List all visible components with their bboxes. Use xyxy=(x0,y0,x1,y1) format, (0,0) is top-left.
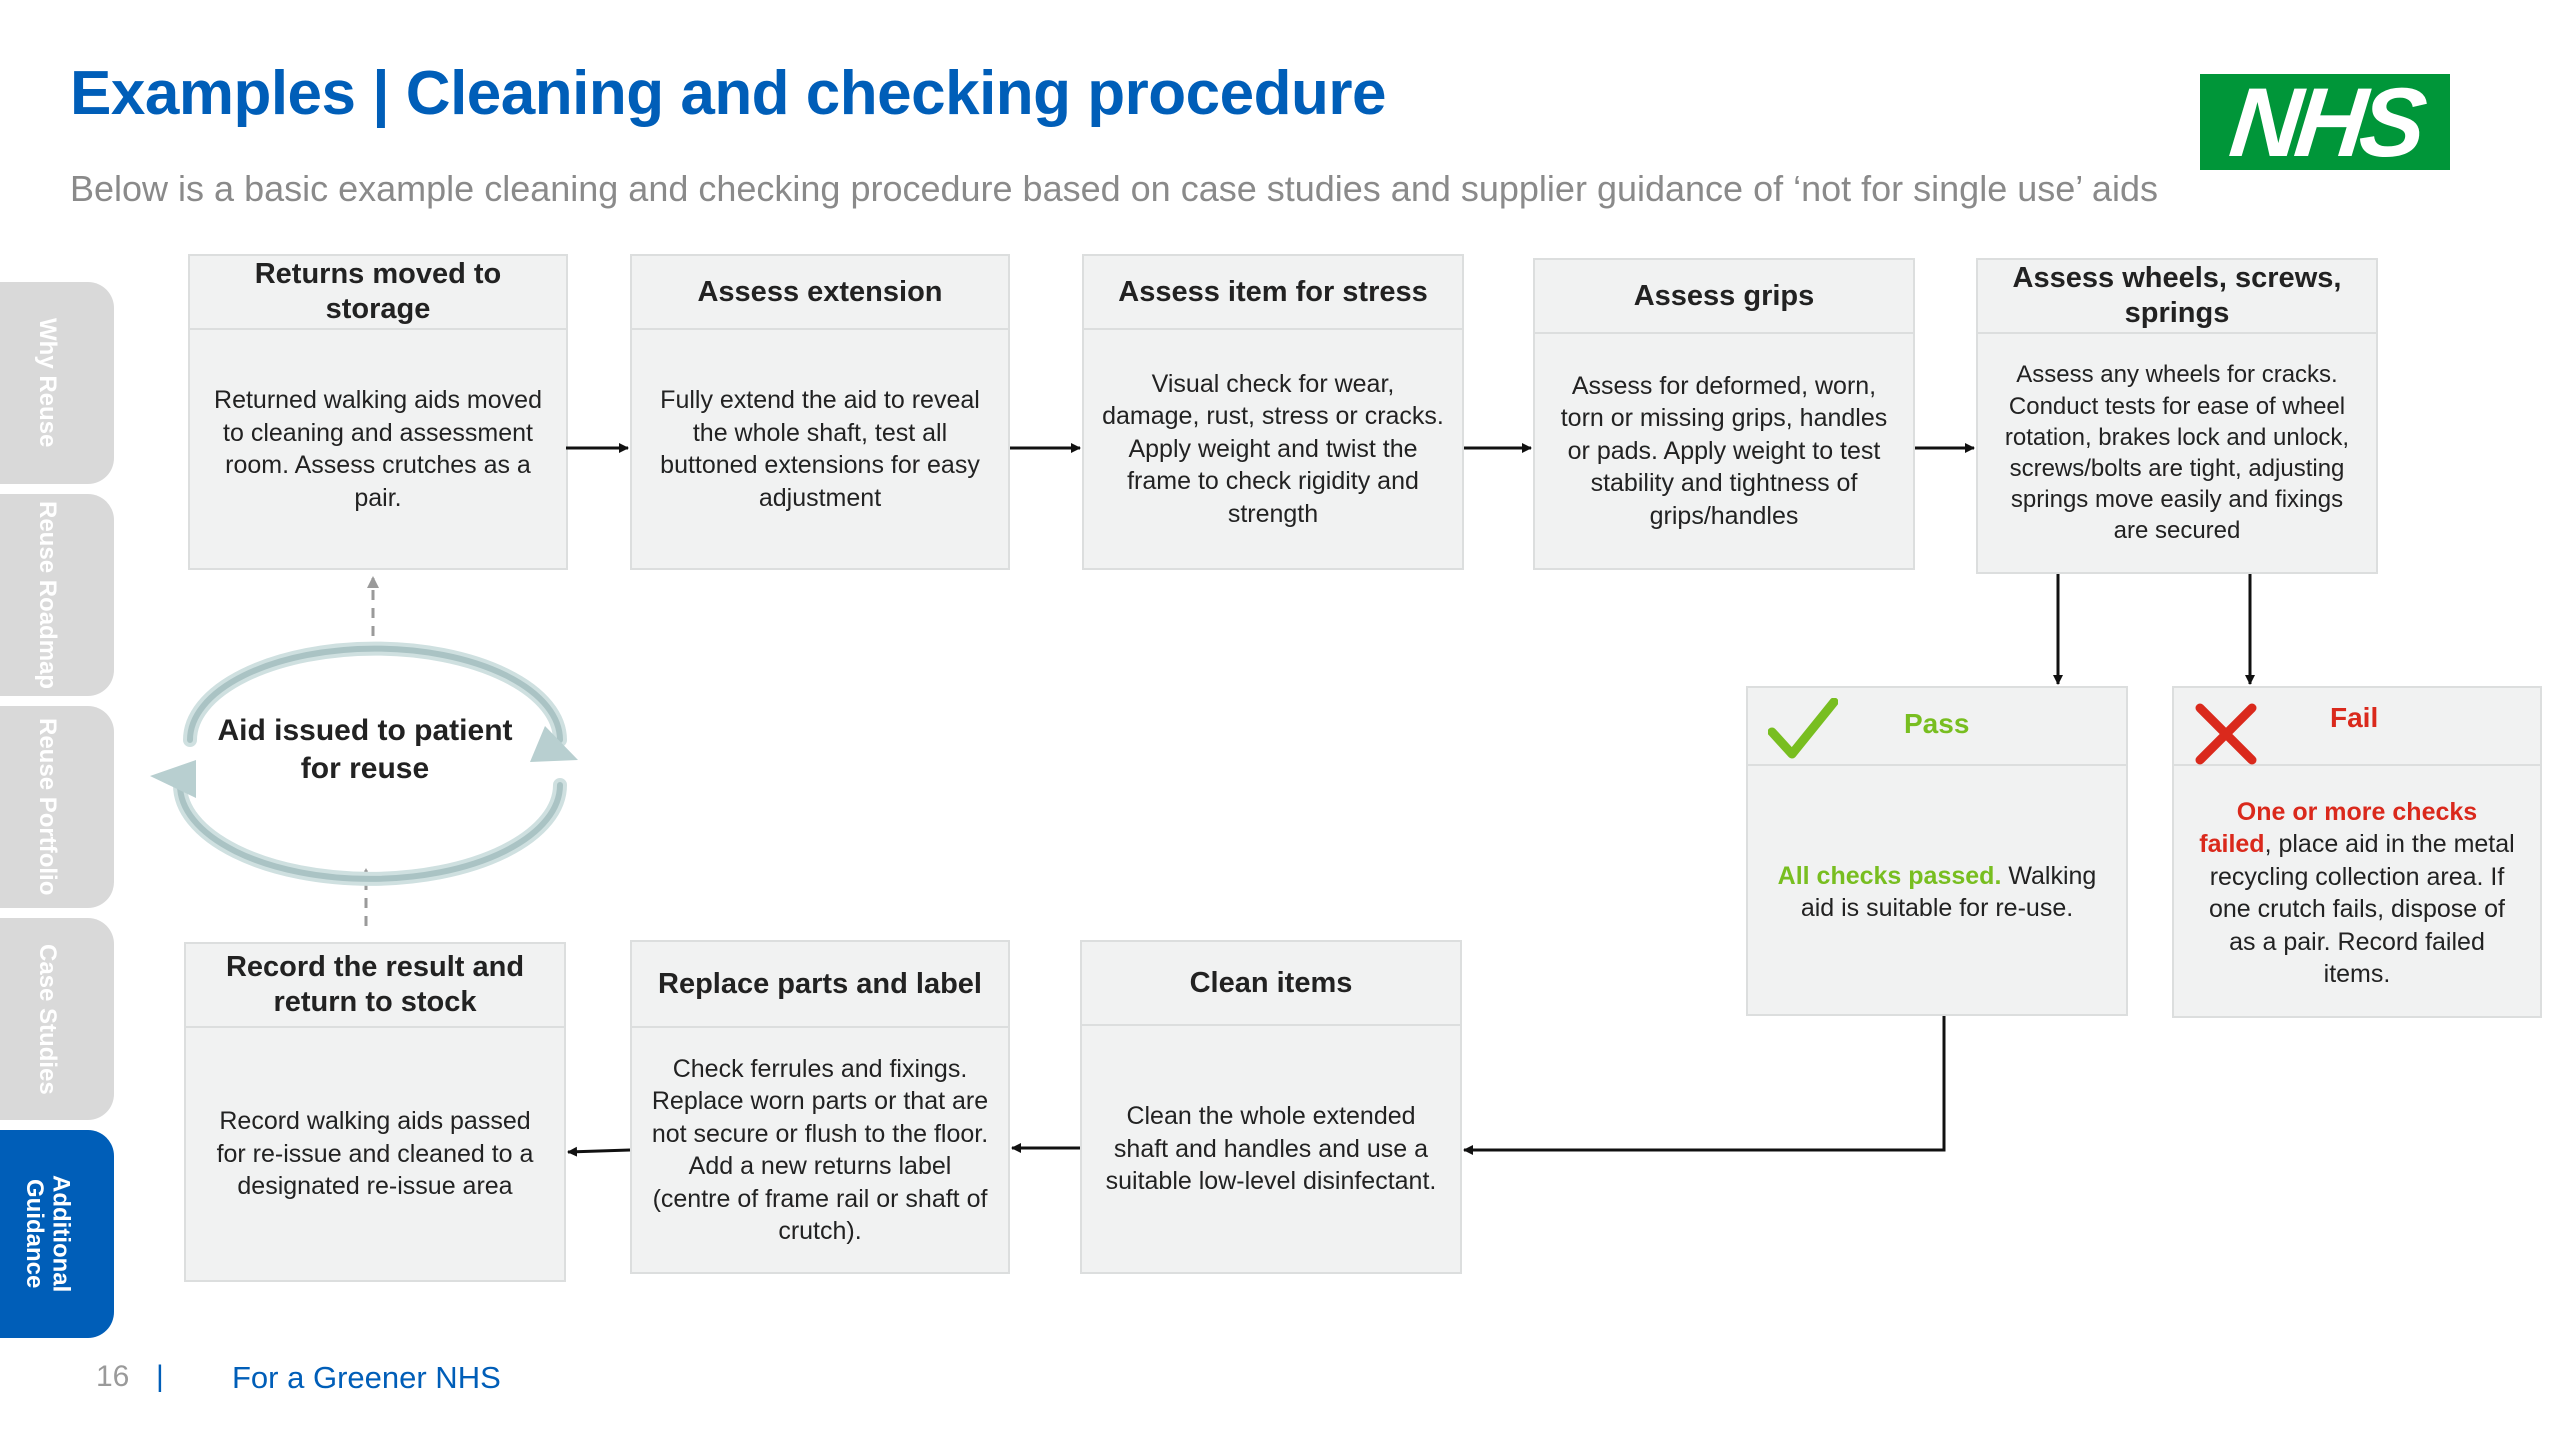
sidebar-tab-additional-guidance[interactable]: Additional Guidance xyxy=(0,1130,114,1338)
fail-text: , place aid in the metal recycling colle… xyxy=(2209,830,2515,988)
step-title: Replace parts and label xyxy=(632,942,1008,1028)
step-description: Returned walking aids moved to cleaning … xyxy=(214,386,542,512)
step-description: Assess for deformed, worn, torn or missi… xyxy=(1560,371,1888,530)
sidebar-tab-why-reuse[interactable]: Why Reuse xyxy=(0,282,114,484)
fail-outcome: Fail One or more checks failed, place ai… xyxy=(2172,686,2542,1018)
step-description: Visual check for wear, damage, rust, str… xyxy=(1102,369,1444,528)
page-number: 16 xyxy=(96,1360,130,1393)
footer-text: For a Greener NHS xyxy=(232,1360,501,1395)
step-replace-parts-and-label: Replace parts and label Check ferrules a… xyxy=(630,940,1010,1274)
nhs-logo: NHS xyxy=(2200,67,2450,177)
step-title: Clean items xyxy=(1082,942,1460,1026)
step-returns-moved-to-storage: Returns moved to storage Returned walkin… xyxy=(188,254,568,570)
pass-text: Walking aid is suitable for re-use. xyxy=(1800,861,2097,923)
step-title: Assess grips xyxy=(1535,260,1913,334)
sidebar-tab-label: Reuse Portfolio xyxy=(34,718,62,896)
footer-separator: | xyxy=(156,1360,164,1393)
pass-highlight: All checks passed. xyxy=(1777,861,2002,890)
reuse-cycle-icon xyxy=(150,641,578,886)
step-assess-grips: Assess grips Assess for deformed, worn, … xyxy=(1533,258,1915,570)
checkmark-icon xyxy=(1768,698,1838,759)
fail-description: One or more checks failed, place aid in … xyxy=(2174,770,2540,1016)
step-title: Assess wheels, screws, springs xyxy=(1978,260,2376,334)
pass-description: All checks passed. Walking aid is suitab… xyxy=(1748,770,2126,1014)
step-description: Assess any wheels for cracks. Conduct te… xyxy=(2004,361,2350,545)
fail-title: Fail xyxy=(2330,702,2379,733)
step-description: Clean the whole extended shaft and handl… xyxy=(1105,1102,1437,1196)
page-subtitle: Below is a basic example cleaning and ch… xyxy=(70,168,2158,209)
sidebar-tab-reuse-roadmap[interactable]: Reuse Roadmap xyxy=(0,494,114,696)
step-title: Assess item for stress xyxy=(1084,256,1462,330)
step-title: Assess extension xyxy=(632,256,1008,330)
fail-header: Fail xyxy=(2174,688,2540,766)
arrow-pass-to-clean xyxy=(1463,1016,1946,1155)
pass-header: Pass xyxy=(1748,688,2126,766)
cross-icon xyxy=(2195,703,2257,765)
pass-title: Pass xyxy=(1904,708,1970,739)
page-title: Examples | Cleaning and checking procedu… xyxy=(70,59,1386,128)
step-title: Returns moved to storage xyxy=(190,256,566,330)
step-description: Record walking aids passed for re-issue … xyxy=(216,1107,534,1201)
arrow-left xyxy=(567,1146,631,1157)
step-title: Record the result and return to stock xyxy=(186,944,564,1028)
sidebar-tab-label: Additional Guidance xyxy=(21,1175,75,1293)
step-assess-wheels-screws-springs: Assess wheels, screws, springs Assess an… xyxy=(1976,258,2378,574)
step-assess-item-for-stress: Assess item for stress Visual check for … xyxy=(1082,254,1464,570)
sidebar-tab-case-studies[interactable]: Case Studies xyxy=(0,918,114,1120)
step-assess-extension: Assess extension Fully extend the aid to… xyxy=(630,254,1010,570)
sidebar-tab-label: Reuse Roadmap xyxy=(34,500,62,690)
step-description: Check ferrules and fixings. Replace worn… xyxy=(651,1054,989,1246)
fail-highlight: One or more checks failed xyxy=(2199,797,2478,859)
step-description: Fully extend the aid to reveal the whole… xyxy=(660,386,980,512)
step-record-and-return-to-stock: Record the result and return to stock Re… xyxy=(184,942,566,1282)
pass-outcome: Pass All checks passed. Walking aid is s… xyxy=(1746,686,2128,1016)
sidebar-tab-reuse-portfolio[interactable]: Reuse Portfolio xyxy=(0,706,114,908)
sidebar-tab-label: Why Reuse xyxy=(34,318,62,448)
step-clean-items: Clean items Clean the whole extended sha… xyxy=(1080,940,1462,1274)
reuse-cycle-label: Aid issued to patient for reuse xyxy=(217,714,513,785)
sidebar-tab-label: Case Studies xyxy=(34,943,62,1095)
